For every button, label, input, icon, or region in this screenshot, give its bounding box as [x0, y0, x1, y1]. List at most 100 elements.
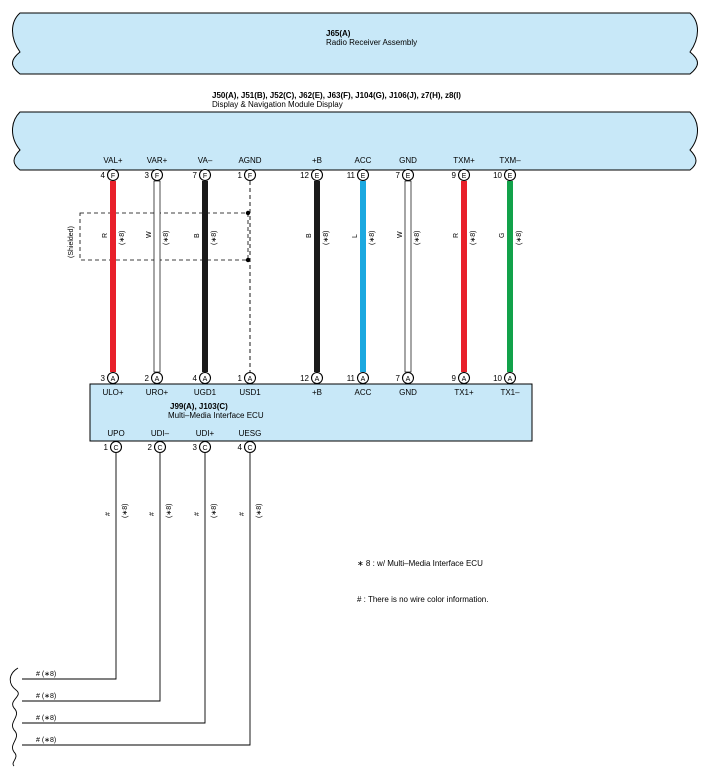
display-pin-name: AGND	[238, 156, 261, 165]
pin-connector-letter: C	[113, 445, 118, 452]
ecu-pin-number: 2	[145, 374, 150, 383]
pin-connector-circle	[401, 168, 415, 182]
pin-connector-circle	[150, 371, 164, 385]
pin-connector-circle	[153, 440, 167, 454]
pin-connector-circle	[106, 168, 120, 182]
wire-b	[202, 181, 208, 372]
bottom-wire-color-code: #	[239, 512, 246, 516]
bottom-wire	[22, 453, 117, 680]
pin-connector-circle	[109, 440, 123, 454]
wire-g	[507, 181, 513, 372]
wire-color-code: B	[194, 233, 201, 238]
radio-name-label: Radio Receiver Assembly	[326, 38, 417, 47]
display-pin-name: ACC	[355, 156, 372, 165]
display-pin-number: 9	[452, 171, 457, 180]
display-pin-number: 4	[101, 171, 106, 180]
display-pin-name: GND	[399, 156, 417, 165]
ecu-pin-name: GND	[399, 388, 417, 397]
pin-connector-circle	[503, 168, 517, 182]
wire-color-code: G	[499, 233, 506, 238]
display-pin-number: 10	[493, 171, 502, 180]
bottom-wire	[22, 453, 251, 746]
pin-connector-circle	[503, 371, 517, 385]
pin-connector-circle	[198, 168, 212, 182]
pin-connector-letter: C	[247, 445, 252, 452]
wire-l	[360, 181, 366, 372]
pin-connector-circle	[310, 371, 324, 385]
bottom-wire-variant: (∗8)	[256, 504, 263, 518]
bottom-wire	[22, 453, 206, 724]
wire-color-code: W	[146, 231, 153, 238]
note-multimedia-ecu: ∗ 8 : w/ Multi–Media Interface ECU	[357, 559, 483, 568]
ecu-pin-name: USD1	[239, 388, 261, 397]
pin-connector-letter: A	[508, 376, 513, 383]
bottom-wire-color-code: #	[105, 512, 112, 516]
ecu-pin-name: URO+	[146, 388, 169, 397]
wire-variant-label: (∗8)	[211, 231, 218, 245]
ecu-bottom-pin-number: 2	[148, 443, 153, 452]
pin-connector-letter: F	[248, 173, 252, 180]
wire-r	[461, 181, 467, 372]
exit-wire-label: # (∗8)	[36, 737, 56, 744]
bottom-wire-variant: (∗8)	[166, 504, 173, 518]
ecu-pin-name: TX1+	[454, 388, 474, 397]
wire-variant-label: (∗8)	[516, 231, 523, 245]
pin-connector-circle	[457, 168, 471, 182]
bottom-wire	[22, 453, 161, 702]
ecu-pin-name: TX1–	[500, 388, 520, 397]
wire-variant-label: (∗8)	[323, 231, 330, 245]
ecu-pin-name: UGD1	[194, 388, 217, 397]
pin-connector-letter: A	[462, 376, 467, 383]
pin-connector-circle	[356, 168, 370, 182]
pin-connector-letter: A	[406, 376, 411, 383]
display-connectors-label: J50(A), J51(B), J52(C), J62(E), J63(F), …	[212, 91, 461, 100]
wire-variant-label: (∗8)	[369, 231, 376, 245]
ecu-bottom-pin-number: 3	[193, 443, 198, 452]
wire-white	[153, 180, 161, 373]
ecu-pin-number: 4	[193, 374, 198, 383]
pin-connector-letter: F	[203, 173, 207, 180]
wire-variant-label: (∗8)	[414, 231, 421, 245]
wire-color-code: R	[453, 233, 460, 238]
exit-wire-label: # (∗8)	[36, 671, 56, 678]
pin-connector-letter: A	[203, 376, 208, 383]
pin-connector-circle	[150, 168, 164, 182]
shield-node-top	[245, 210, 251, 216]
ecu-pin-name: ACC	[355, 388, 372, 397]
ecu-bottom-pin-name: UPO	[107, 429, 124, 438]
pin-connector-circle	[356, 371, 370, 385]
pin-connector-circle	[457, 371, 471, 385]
display-name-label: Display & Navigation Module Display	[212, 100, 343, 109]
note-no-wire-color: # : There is no wire color information.	[357, 595, 488, 604]
ecu-name-label: Multi–Media Interface ECU	[168, 411, 264, 420]
pin-connector-letter: F	[155, 173, 159, 180]
pin-connector-circle	[243, 168, 257, 182]
wire-color-code: B	[306, 233, 313, 238]
bottom-wire-variant: (∗8)	[211, 504, 218, 518]
pin-connector-circle	[198, 440, 212, 454]
pin-connector-letter: A	[361, 376, 366, 383]
ecu-bottom-pin-number: 1	[104, 443, 109, 452]
pin-connector-letter: C	[202, 445, 207, 452]
display-module-box	[12, 111, 698, 171]
wire-b	[314, 181, 320, 372]
exit-wire-label: # (∗8)	[36, 715, 56, 722]
wire-color-code: L	[352, 234, 359, 238]
wire-color-code: R	[102, 233, 109, 238]
ecu-pin-number: 9	[452, 374, 457, 383]
pin-connector-letter: E	[315, 173, 320, 180]
pin-connector-letter: A	[315, 376, 320, 383]
wires-group: R(∗8)W(∗8)B(∗8)B(∗8)L(∗8)W(∗8)R(∗8)G(∗8)…	[9, 180, 523, 767]
pin-connector-circle	[198, 371, 212, 385]
pin-connector-letter: E	[462, 173, 467, 180]
pin-connector-circle	[106, 371, 120, 385]
ecu-pin-number: 12	[300, 374, 309, 383]
pin-connector-circle	[243, 371, 257, 385]
ecu-bottom-pin-name: UESG	[239, 429, 262, 438]
radio-connector-label: J65(A)	[326, 29, 351, 38]
shielded-label: (Shielded)	[68, 226, 75, 258]
wire-variant-label: (∗8)	[163, 231, 170, 245]
wire-r	[110, 181, 116, 372]
